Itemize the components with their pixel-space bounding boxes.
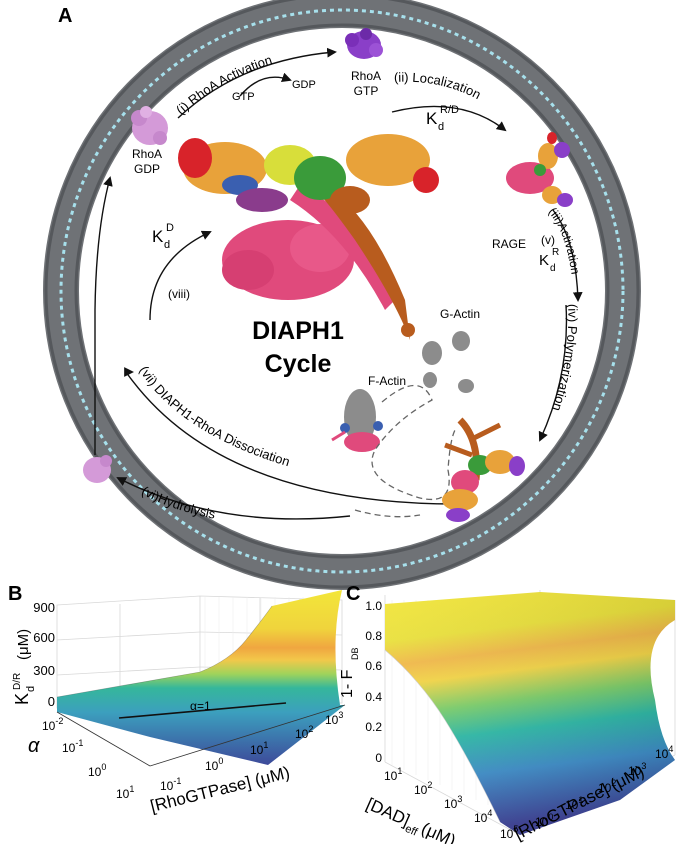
panel-b-rho-ticks: 10-1 100 101 102 103 xyxy=(160,710,343,793)
svg-text:100: 100 xyxy=(88,762,106,779)
rhoa-gdp-label-1: RhoA xyxy=(132,147,162,161)
svg-text:102: 102 xyxy=(598,778,616,795)
svg-text:K: K xyxy=(426,109,438,128)
alpha-one-label: α=1 xyxy=(190,699,211,713)
svg-text:10-1: 10-1 xyxy=(160,776,181,793)
gdp-label: GDP xyxy=(292,79,316,91)
rage-diaph1-complex xyxy=(506,132,573,207)
alpha-one-line xyxy=(118,702,287,719)
cycle-arrows xyxy=(94,47,583,520)
panel-b-zlabel-k: K xyxy=(12,693,32,705)
svg-text:0: 0 xyxy=(375,751,382,765)
svg-text:K: K xyxy=(152,227,164,246)
svg-text:d: d xyxy=(550,263,556,274)
g-actin-monomers xyxy=(422,331,474,393)
svg-text:103: 103 xyxy=(325,710,343,727)
panel-b-zlabel-sup: D/R xyxy=(12,673,23,690)
svg-text:0.6: 0.6 xyxy=(365,659,382,673)
svg-text:600: 600 xyxy=(33,630,55,645)
panel-c-zlabel: 1- F xyxy=(339,669,356,698)
panel-c-z-ticks: 1.0 0.8 0.6 0.4 0.2 0 xyxy=(365,599,382,765)
rhoa-gtp-protein xyxy=(345,28,383,59)
rhoa-free-protein xyxy=(83,455,112,483)
svg-text:102: 102 xyxy=(414,780,432,797)
kd-rd-label: K d R/D xyxy=(426,104,459,133)
step-viii-label: (viii) xyxy=(168,287,190,301)
panel-a-letter: A xyxy=(58,5,72,27)
svg-text:10-2: 10-2 xyxy=(42,716,63,733)
svg-text:900: 900 xyxy=(33,600,55,615)
svg-text:D: D xyxy=(166,222,174,234)
panel-c-letter: C xyxy=(346,583,360,605)
svg-text:1.0: 1.0 xyxy=(365,599,382,613)
rhoa-gtp-label-2: GTP xyxy=(354,84,379,98)
rhoa-gtp-label-1: RhoA xyxy=(351,69,381,83)
panel-a: A RhoA GDP RhoA GTP xyxy=(43,0,641,590)
svg-text:103: 103 xyxy=(444,794,462,811)
svg-text:R/D: R/D xyxy=(440,104,459,116)
f-actin-filament xyxy=(331,389,383,452)
panel-c-rho-ticks: 100 101 102 103 104 xyxy=(535,744,673,829)
svg-text:101: 101 xyxy=(384,766,402,783)
rhoa-gdp-label-2: GDP xyxy=(134,162,160,176)
arc-label-localization: (ii) Localization xyxy=(394,70,484,103)
svg-text:300: 300 xyxy=(33,663,55,678)
kd-d-label: K d D xyxy=(152,222,174,251)
svg-text:105: 105 xyxy=(500,824,518,841)
panel-b-z-ticks: 900 600 300 0 xyxy=(33,600,55,709)
diaph1-protein xyxy=(178,134,439,340)
g-actin-label: G-Actin xyxy=(440,307,480,321)
svg-text:104: 104 xyxy=(655,744,673,761)
panel-b-letter: B xyxy=(8,583,22,605)
panel-b-alpha-ticks: 10-2 10-1 100 101 xyxy=(42,716,134,801)
svg-text:101: 101 xyxy=(250,740,268,757)
gtp-label: GTP xyxy=(232,91,255,103)
svg-text:104: 104 xyxy=(474,808,492,825)
panel-b-alpha-axis: α xyxy=(28,735,40,757)
arc-label-dissociation: (vii) DIAPH1-RhoA Dissociation xyxy=(137,363,292,469)
step-v-label: (v) xyxy=(541,233,555,247)
svg-text:100: 100 xyxy=(535,812,553,829)
svg-text:d: d xyxy=(438,121,444,133)
svg-text:101: 101 xyxy=(565,795,583,812)
arc-label-polymerization: (iv) Polymerization xyxy=(549,304,580,413)
panel-b-zlabel-unit: (μM) xyxy=(15,629,32,660)
panel-b-zlabel-sub: d xyxy=(25,686,37,692)
svg-text:0.8: 0.8 xyxy=(365,629,382,643)
rhoa-gdp-protein xyxy=(131,106,168,145)
svg-text:102: 102 xyxy=(295,724,313,741)
cycle-title-line2: Cycle xyxy=(265,350,332,378)
panel-c: C 1- F DB 1.0 0.8 0.6 0.4 0.2 0 101 102 xyxy=(339,583,676,844)
rage-label: RAGE xyxy=(492,237,526,251)
svg-text:0.2: 0.2 xyxy=(365,720,382,734)
svg-text:R: R xyxy=(552,247,559,258)
svg-text:103: 103 xyxy=(628,761,646,778)
polymerizing-diaph1 xyxy=(442,417,525,522)
svg-text:K: K xyxy=(539,252,549,269)
svg-text:0: 0 xyxy=(48,694,55,709)
actin-dashed-path xyxy=(371,384,456,500)
cell-membrane xyxy=(43,0,641,590)
panel-b: B α=1 K d D/R (μM) 900 600 300 0 xyxy=(8,583,346,816)
panel-c-zlabel-sub: DB xyxy=(350,647,360,660)
cycle-title-line1: DIAPH1 xyxy=(252,317,344,345)
f-actin-label: F-Actin xyxy=(368,374,406,388)
svg-text:10-1: 10-1 xyxy=(62,738,83,755)
panel-b-surface xyxy=(57,590,345,765)
kd-r-label: K d R xyxy=(539,247,559,274)
panel-c-dad-ticks: 101 102 103 104 105 xyxy=(384,766,518,841)
svg-text:100: 100 xyxy=(205,756,223,773)
svg-text:d: d xyxy=(164,239,170,251)
svg-text:101: 101 xyxy=(116,784,134,801)
svg-text:0.4: 0.4 xyxy=(365,690,382,704)
